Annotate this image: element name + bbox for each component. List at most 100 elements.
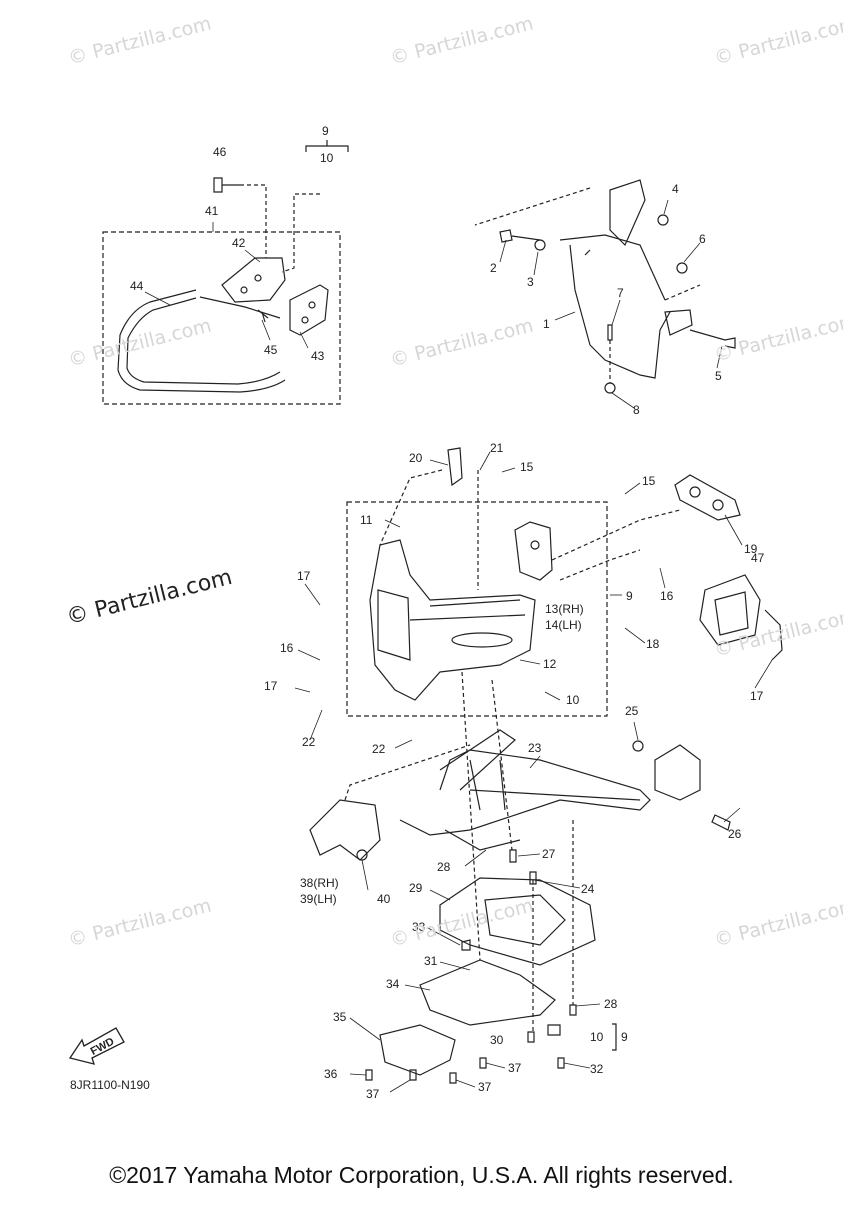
callout-25: 25 (625, 704, 639, 718)
callout-17: 17 (750, 689, 764, 703)
callout-11: 11 (360, 513, 373, 527)
bolt-7 (607, 324, 613, 341)
callout-37: 37 (508, 1061, 522, 1075)
screw-32 (557, 1057, 565, 1069)
callout-34: 34 (386, 977, 400, 991)
mount-25-26 (654, 744, 701, 801)
callout-39-lh: 39(LH) (300, 892, 337, 906)
bracket-42 (221, 257, 286, 303)
bolt-24 (529, 871, 537, 885)
screw-37 (449, 1072, 457, 1084)
skid-plate-29 (439, 877, 596, 966)
callout-37: 37 (478, 1080, 492, 1094)
callout-26: 26 (728, 827, 742, 841)
callout-35: 35 (333, 1010, 347, 1024)
group-box-41 (102, 231, 341, 405)
callout-41: 41 (205, 204, 219, 218)
callout-44: 44 (130, 279, 144, 293)
nut-4 (657, 214, 669, 226)
nut-3 (534, 239, 546, 251)
rivet-45 (257, 309, 269, 323)
main-frame-23 (399, 729, 651, 851)
callout-22: 22 (302, 735, 316, 749)
bolt-28 (569, 1004, 577, 1016)
callout-42: 42 (232, 236, 246, 250)
callout-22: 22 (372, 742, 386, 756)
callout-14-lh: 14(LH) (545, 618, 582, 632)
copyright-notice: ©2017 Yamaha Motor Corporation, U.S.A. A… (109, 1162, 734, 1188)
callout-9: 9 (322, 124, 329, 138)
plate-35 (379, 1024, 456, 1076)
nut-6 (676, 262, 688, 274)
callout-7: 7 (617, 286, 624, 300)
side-part (764, 609, 783, 661)
callout-17: 17 (264, 679, 278, 693)
nut-8 (604, 382, 616, 394)
callout-28: 28 (437, 860, 451, 874)
callout-24: 24 (581, 882, 595, 896)
bolt-5 (689, 329, 736, 349)
callout-29: 29 (409, 881, 423, 895)
bracket-10-9 (612, 1023, 617, 1051)
callout-13-rh: 13(RH) (545, 602, 584, 616)
callout-28: 28 (604, 997, 618, 1011)
fwd-arrow-icon: FWD (68, 1022, 128, 1071)
bumper-44 (117, 289, 286, 393)
callout-6: 6 (699, 232, 706, 246)
bolt-26 (711, 814, 731, 831)
callout-32: 32 (590, 1062, 604, 1076)
plate-31-34 (419, 959, 556, 1026)
callout-10: 10 (590, 1030, 604, 1044)
callout-31: 31 (424, 954, 438, 968)
group-box-9 (346, 501, 608, 717)
callout-21: 21 (490, 441, 504, 455)
callout-36: 36 (324, 1067, 338, 1081)
callout-40: 40 (377, 892, 391, 906)
callout-46: 46 (213, 145, 227, 159)
callout-1: 1 (543, 317, 550, 331)
callout-45: 45 (264, 343, 278, 357)
callout-16: 16 (660, 589, 674, 603)
clip-10 (547, 1024, 561, 1036)
callout-10: 10 (320, 151, 334, 165)
front-body-assembly (369, 539, 536, 701)
nut-25 (632, 740, 644, 752)
screw-37 (479, 1057, 487, 1069)
callout-37: 37 (366, 1087, 380, 1101)
screw-37 (409, 1069, 417, 1081)
bolt-30 (527, 1031, 535, 1043)
bolt-2 (499, 229, 541, 243)
bracket-38-39 (309, 799, 381, 861)
callout-labels: 9 10 46 41 42 44 45 43 4 6 2 3 7 1 5 8 2… (130, 124, 765, 1101)
callout-10: 10 (566, 693, 580, 707)
callout-30: 30 (490, 1033, 504, 1047)
callout-20: 20 (409, 451, 423, 465)
callout-47: 47 (751, 551, 765, 565)
callout-18: 18 (646, 637, 660, 651)
callout-3: 3 (527, 275, 534, 289)
callout-15: 15 (520, 460, 534, 474)
screw-36 (365, 1069, 373, 1081)
callout-17: 17 (297, 569, 311, 583)
callout-2: 2 (490, 261, 497, 275)
callout-38-rh: 38(RH) (300, 876, 339, 890)
callout-15: 15 (642, 474, 656, 488)
cover-47 (699, 574, 761, 646)
callout-33: 33 (412, 920, 426, 934)
callout-23: 23 (528, 741, 542, 755)
clip-33 (461, 939, 471, 951)
bolt-27 (509, 849, 517, 863)
panel-20 (447, 447, 463, 487)
fwd-label: FWD (89, 1036, 117, 1058)
callout-5: 5 (715, 369, 722, 383)
callout-43: 43 (311, 349, 325, 363)
front-frame-1 (559, 179, 693, 379)
callout-12: 12 (543, 657, 557, 671)
bracket-43 (289, 284, 329, 336)
bracket-19 (674, 474, 741, 521)
callout-19: 19 (744, 542, 758, 556)
callout-27: 27 (542, 847, 556, 861)
bolt-46 (213, 177, 240, 193)
